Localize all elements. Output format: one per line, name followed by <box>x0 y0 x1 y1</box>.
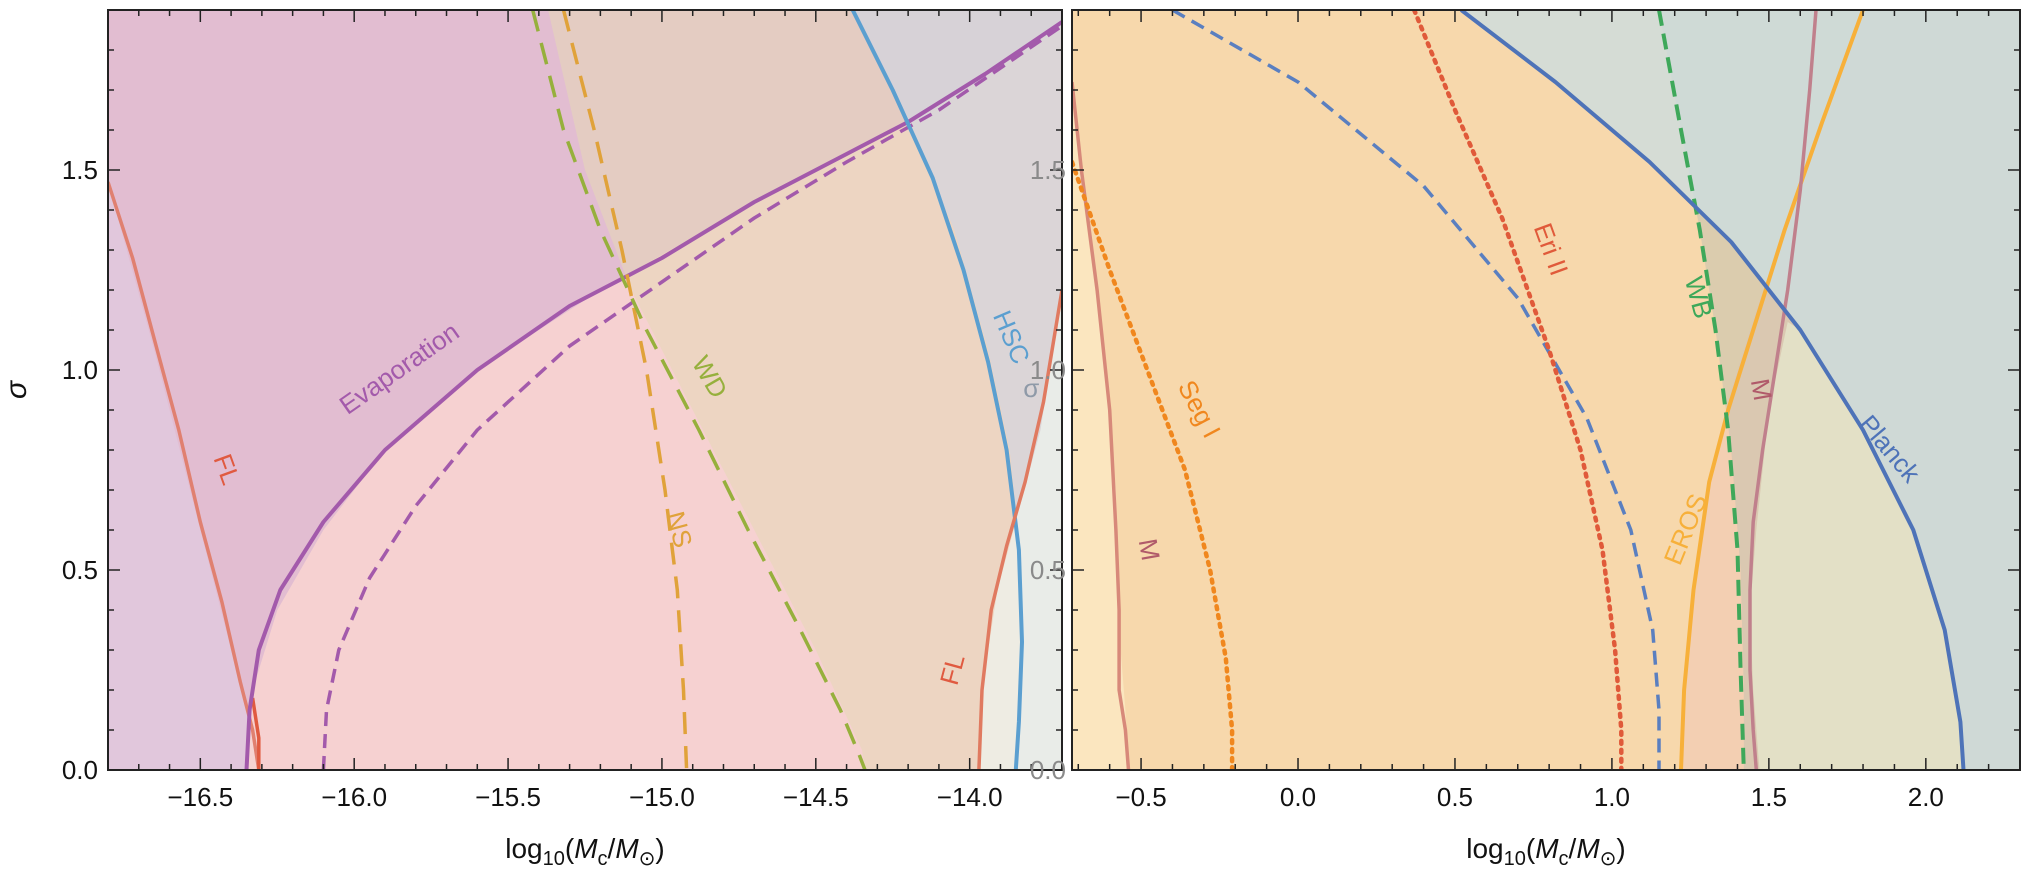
left-curve-ns <box>561 10 689 770</box>
right-curve-wb <box>1657 10 1746 770</box>
right-curve-m-left <box>1072 81 1131 770</box>
left-region-evaporation-top <box>108 10 1062 770</box>
left-curve-label-6: σ <box>1023 373 1039 403</box>
right-ytick-label: 0.5 <box>1030 555 1066 585</box>
left-ytick-label: 1.0 <box>62 355 98 385</box>
left-region-fl-right <box>978 290 1062 770</box>
left-curve-fl-steep <box>250 697 261 770</box>
right-xtick-label: 2.0 <box>1908 782 1944 812</box>
right-xtick-label: −0.5 <box>1115 782 1166 812</box>
right-xtick-label: 1.0 <box>1594 782 1630 812</box>
right-curve-planck <box>1459 10 1966 770</box>
left-curve-fl-right <box>977 289 1062 770</box>
left-curve-wd <box>531 10 867 770</box>
right-xtick-label: 0.0 <box>1280 782 1316 812</box>
left-ytick-label: 0.5 <box>62 555 98 585</box>
right-curve-dashed-blue <box>1171 10 1661 770</box>
right-curve-label-4: M <box>1745 376 1778 403</box>
right-ytick-label: 1.0 <box>1030 355 1066 385</box>
right-curve-seg-i <box>1072 159 1235 770</box>
right-region-planck-low <box>1750 322 1964 770</box>
right-ytick-label: 1.5 <box>1030 155 1066 185</box>
right-curve-eros <box>1679 10 1865 770</box>
left-ytick-label: 1.5 <box>62 155 98 185</box>
left-xtick-label: −14.0 <box>937 782 1003 812</box>
left-axes: −16.5 −16.0 −15.5 −15.0 −14.5 −14.0 0.0 0.5 1.0 1… <box>0 9 1063 870</box>
left-xlabel: log10(Mc/M⊙) <box>505 833 664 870</box>
left-ylabel: σ <box>0 379 33 399</box>
right-curve-label-0: M <box>1133 536 1166 563</box>
right-axes: −0.5 0.0 0.5 1.0 1.5 2.0 0.0 0.5 1.0 1.5 log10(Mc/… <box>1030 9 2021 870</box>
left-xtick-label: −14.5 <box>783 782 849 812</box>
right-curve-eri-ii <box>1411 10 1624 770</box>
left-frame <box>107 9 1063 771</box>
right-xtick-label: 0.5 <box>1437 782 1473 812</box>
right-xtick-label: 1.5 <box>1751 782 1787 812</box>
left-xtick-label: −16.0 <box>321 782 387 812</box>
right-region-planck <box>1461 10 2020 770</box>
right-curve-m-right <box>1748 10 1818 770</box>
left-curve-hsc <box>850 10 1024 770</box>
right-xlabel: log10(Mc/M⊙) <box>1466 833 1625 870</box>
left-ytick-label: 0.0 <box>62 755 98 785</box>
left-region-wd <box>548 10 1062 770</box>
right-ytick-label: 0.0 <box>1030 755 1066 785</box>
left-xtick-label: −15.5 <box>475 782 541 812</box>
left-curve-evaporation-dashed <box>321 24 1062 770</box>
right-frame <box>1071 9 2021 771</box>
left-region-hsc <box>852 10 1062 770</box>
left-xtick-label: −15.0 <box>629 782 695 812</box>
left-curve-evaporation <box>244 20 1062 770</box>
left-xtick-label: −16.5 <box>167 782 233 812</box>
